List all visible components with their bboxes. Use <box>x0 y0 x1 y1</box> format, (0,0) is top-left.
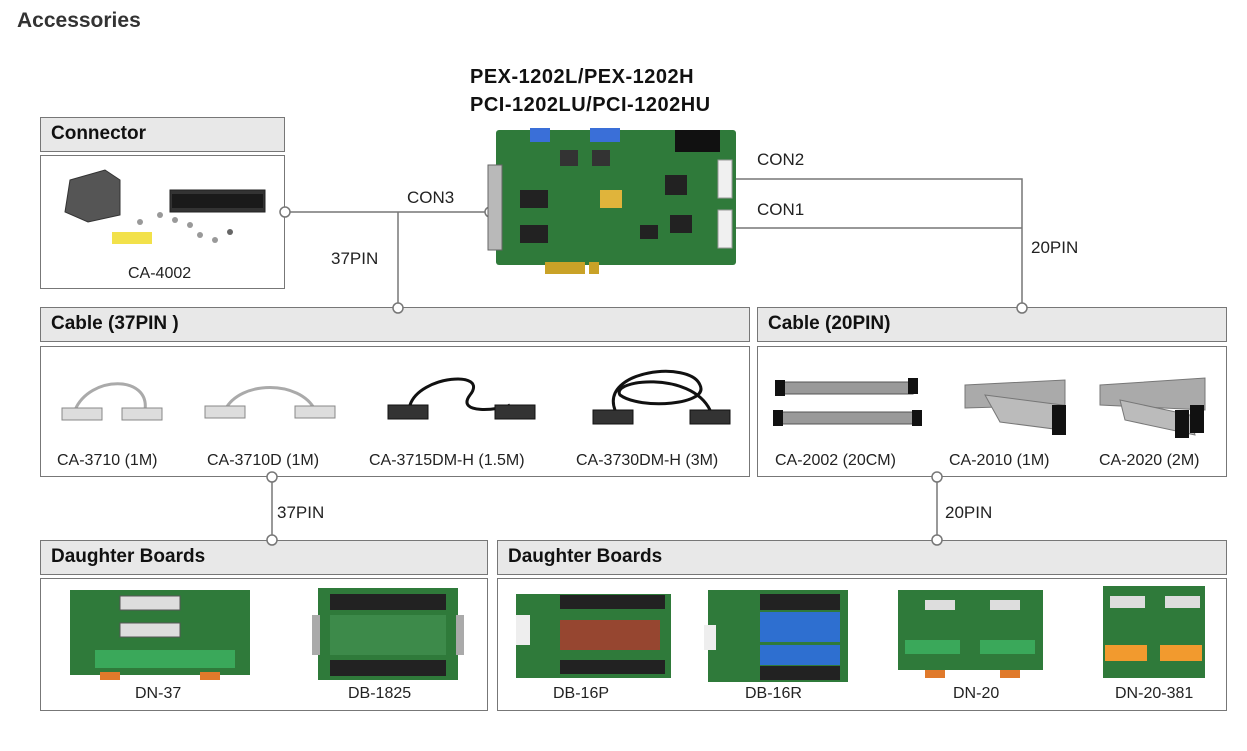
section-header-daughter-boards-37: Daughter Boards <box>40 540 488 575</box>
item-ca-2020: CA-2020 (2M) <box>1099 452 1200 469</box>
section-header-connector: Connector <box>40 117 285 152</box>
db-16p-image <box>516 594 671 678</box>
db-16r-image <box>704 590 848 682</box>
pcb-card-image <box>487 128 736 274</box>
item-ca-2010: CA-2010 (1M) <box>949 452 1050 469</box>
product-title-line2: PCI-1202LU/PCI-1202HU <box>470 94 711 116</box>
cable-20pin-images <box>773 377 1206 438</box>
node-cable37 <box>392 302 404 314</box>
item-ca-2002: CA-2002 (20CM) <box>775 452 896 469</box>
label-con2: CON2 <box>757 150 805 169</box>
dn-37-image <box>70 590 250 680</box>
item-dn-20: DN-20 <box>953 685 1000 702</box>
item-ca-3710d: CA-3710D (1M) <box>207 452 320 469</box>
item-ca-3715dm-h: CA-3715DM-H (1.5M) <box>369 452 525 469</box>
node-daughter20 <box>931 534 943 546</box>
dn-20-381-image <box>1103 586 1205 678</box>
label-con3: CON3 <box>407 188 455 207</box>
item-ca-3730dm-h: CA-3730DM-H (3M) <box>576 452 719 469</box>
node-connector <box>279 206 291 218</box>
label-37pin-bottom: 37PIN <box>277 503 325 522</box>
label-con1: CON1 <box>757 200 805 219</box>
node-cable37-bottom <box>266 471 278 483</box>
label-20pin-bottom: 20PIN <box>945 503 993 522</box>
dn-20-image <box>898 590 1043 678</box>
label-20pin-top: 20PIN <box>1031 238 1079 257</box>
node-daughter37 <box>266 534 278 546</box>
node-cable20 <box>1016 302 1028 314</box>
connection-lines <box>271 178 1023 540</box>
page-title: Accessories <box>17 9 141 32</box>
ca-4002-image <box>64 169 266 244</box>
product-title-line1: PEX-1202L/PEX-1202H <box>470 66 695 88</box>
node-cable20-bottom <box>931 471 943 483</box>
item-ca-3710: CA-3710 (1M) <box>57 452 158 469</box>
label-37pin-top: 37PIN <box>331 249 379 268</box>
item-dn-20-381: DN-20-381 <box>1115 685 1194 702</box>
item-db-1825: DB-1825 <box>348 685 412 702</box>
line-con2 <box>730 178 1023 308</box>
db-1825-image <box>312 588 464 680</box>
section-header-cable-20pin: Cable (20PIN) <box>757 307 1227 342</box>
item-db-16p: DB-16P <box>553 685 610 702</box>
item-ca-4002: CA-4002 <box>128 265 192 282</box>
item-db-16r: DB-16R <box>745 685 802 702</box>
connector-panel <box>40 155 285 289</box>
item-dn-37: DN-37 <box>135 685 182 702</box>
section-header-daughter-boards-20: Daughter Boards <box>497 540 1227 575</box>
cable-37pin-images <box>61 369 731 425</box>
